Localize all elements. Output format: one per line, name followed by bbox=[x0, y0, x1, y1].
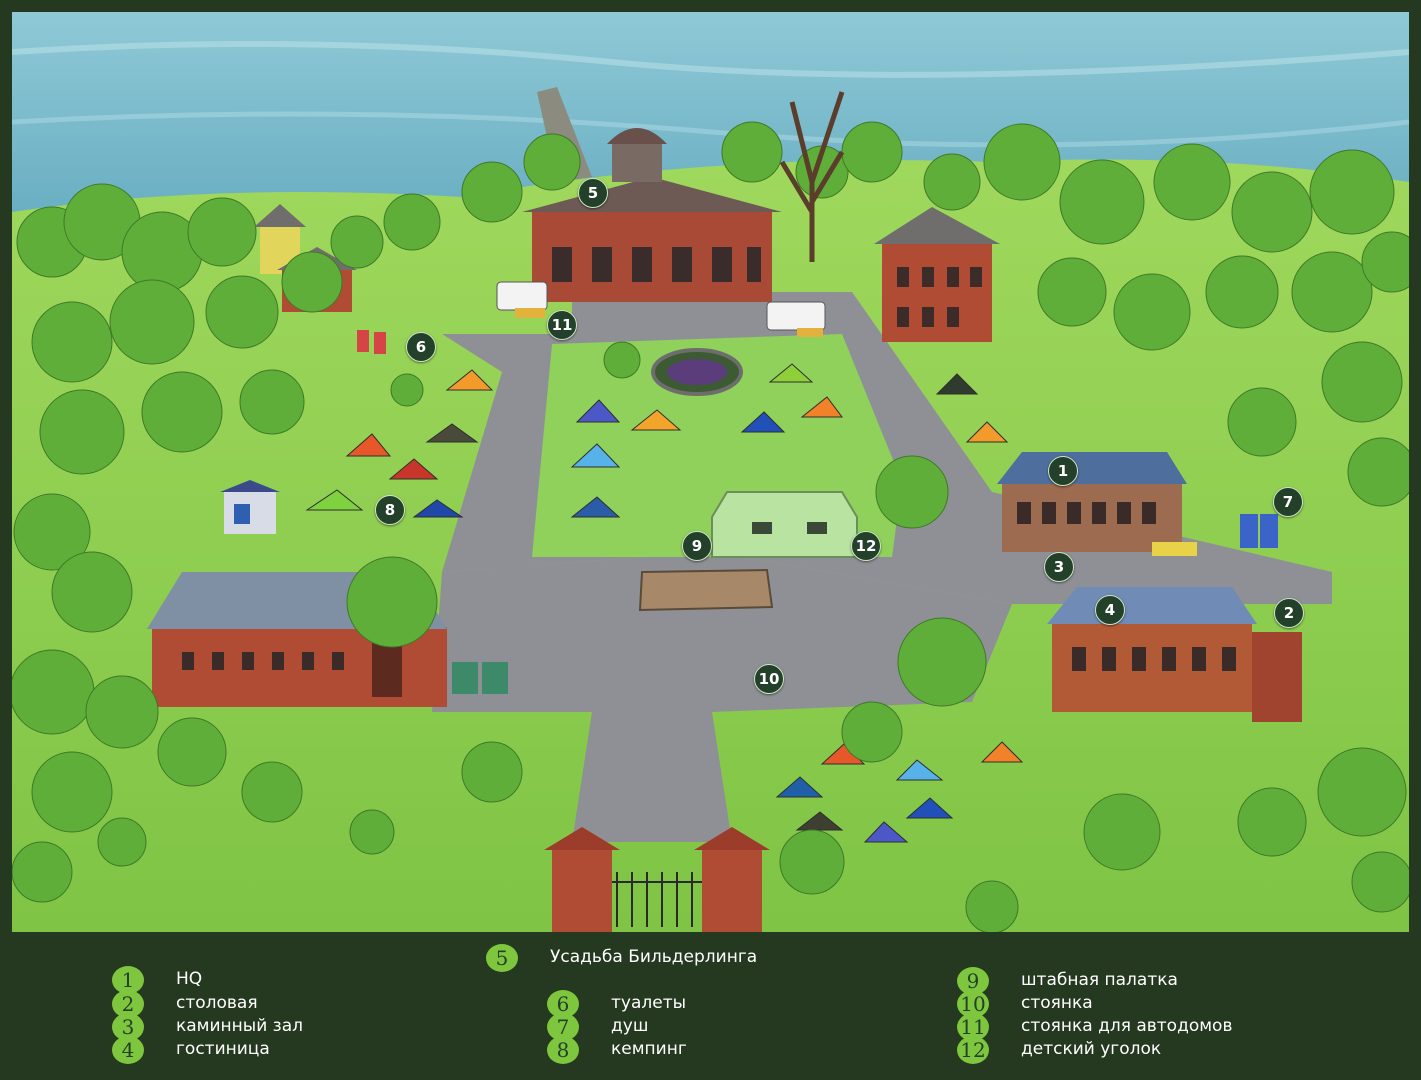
legend-label: стоянка bbox=[1021, 993, 1093, 1013]
manor-building bbox=[522, 87, 782, 302]
map-marker-9[interactable]: 9 bbox=[682, 531, 712, 561]
motorhome-2 bbox=[766, 301, 826, 337]
map-marker-1[interactable]: 1 bbox=[1048, 456, 1078, 486]
entrance-gate bbox=[544, 827, 770, 932]
staff-tent bbox=[711, 491, 858, 558]
legend-number: 1 bbox=[112, 966, 144, 994]
legend-number: 5 bbox=[486, 944, 518, 972]
camp-map: 1 2 3 4 5 6 7 8 9 10 11 12 bbox=[12, 12, 1409, 932]
map-illustration bbox=[12, 12, 1409, 932]
shower-cabins bbox=[1240, 514, 1278, 548]
map-legend: 1 HQ 2 столовая 3 каминный зал 4 гостини… bbox=[0, 932, 1421, 1080]
map-marker-12[interactable]: 12 bbox=[851, 531, 881, 561]
legend-label: душ bbox=[611, 1016, 649, 1036]
map-marker-3[interactable]: 3 bbox=[1044, 552, 1074, 582]
legend-label: кемпинг bbox=[611, 1039, 687, 1059]
legend-label: стоянка для автодомов bbox=[1021, 1016, 1233, 1036]
waste-containers bbox=[452, 662, 508, 694]
legend-label: детский уголок bbox=[1021, 1039, 1162, 1059]
map-marker-6[interactable]: 6 bbox=[406, 332, 436, 362]
map-marker-5[interactable]: 5 bbox=[578, 178, 608, 208]
motorhome-1 bbox=[496, 281, 548, 318]
legend-label: каминный зал bbox=[176, 1016, 303, 1036]
toilet-cabins bbox=[357, 330, 386, 354]
bare-tree bbox=[779, 91, 845, 262]
legend-label: столовая bbox=[176, 993, 258, 1013]
wooden-platform bbox=[638, 568, 774, 612]
legend-label: гостиница bbox=[176, 1039, 270, 1059]
brick-house-upper-right bbox=[874, 207, 1000, 342]
legend-label: HQ bbox=[176, 969, 203, 989]
map-marker-11[interactable]: 11 bbox=[547, 310, 577, 340]
map-marker-8[interactable]: 8 bbox=[375, 495, 405, 525]
map-marker-2[interactable]: 2 bbox=[1274, 598, 1304, 628]
legend-label: Усадьба Бильдерлинга bbox=[550, 947, 758, 967]
legend-number: 4 bbox=[112, 1036, 144, 1064]
legend-number: 11 bbox=[957, 1013, 989, 1041]
tents bbox=[305, 363, 1024, 843]
legend-number: 12 bbox=[957, 1036, 989, 1064]
legend-number: 3 bbox=[112, 1013, 144, 1041]
map-marker-10[interactable]: 10 bbox=[754, 664, 784, 694]
hq-building bbox=[997, 452, 1197, 556]
legend-number: 8 bbox=[547, 1036, 579, 1064]
legend-label: штабная палатка bbox=[1021, 970, 1178, 990]
blue-kiosk bbox=[220, 480, 280, 534]
map-marker-7[interactable]: 7 bbox=[1273, 487, 1303, 517]
legend-label: туалеты bbox=[611, 993, 687, 1013]
legend-number: 9 bbox=[957, 967, 989, 995]
trees bbox=[12, 121, 1409, 932]
map-marker-4[interactable]: 4 bbox=[1095, 595, 1125, 625]
